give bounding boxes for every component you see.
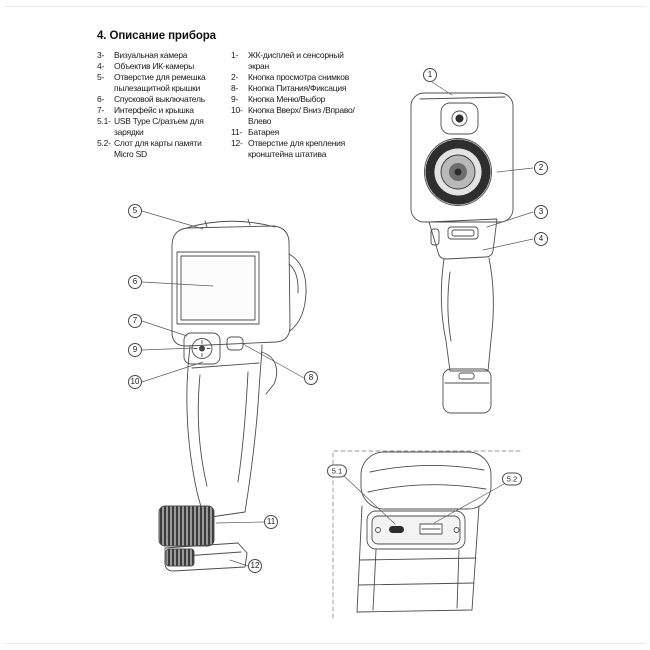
callout-6: 6 <box>128 275 142 289</box>
legend-item-text: Визуальная камера <box>114 50 188 60</box>
callout-5.1: 5.1 <box>327 464 347 478</box>
callout-5: 5 <box>128 204 142 218</box>
legend-item-text: Интерфейс и крышка <box>114 105 194 115</box>
legend-item-text: Спусковой выключатель <box>114 94 205 104</box>
front-view-drawing <box>158 218 307 572</box>
legend-item: 10- Кнопка Вверх/ Вниз /Вправо/ Влево <box>231 105 357 127</box>
legend-item-text: Батарея <box>248 127 279 137</box>
legend-item-text: ЖК-дисплей и сенсорный экран <box>248 50 344 71</box>
legend-item: 12- Отверстие для крепления кронштейна ш… <box>231 138 357 160</box>
page-edge-line-top <box>4 6 646 7</box>
callout-11: 11 <box>264 515 278 529</box>
legend-item-number: 4- <box>97 61 105 71</box>
legend-item: 6- Спусковой выключатель <box>97 94 209 105</box>
legend-item-number: 5.1- <box>97 116 111 126</box>
callout-7: 7 <box>128 314 142 328</box>
legend-left: 3- Визуальная камера 4- Объектив ИК-каме… <box>97 50 209 160</box>
legend-item-text: Кнопка Питания/Фиксация <box>248 83 347 93</box>
page-edge-line-bottom <box>4 643 646 644</box>
legend-item-number: 10- <box>231 105 243 115</box>
callout-1: 1 <box>423 68 437 82</box>
back-view-drawing <box>410 92 514 414</box>
callout-3: 3 <box>534 205 548 219</box>
page-title: 4. Описание прибора <box>97 30 216 42</box>
legend-item-text: Объектив ИК-камеры <box>114 61 195 71</box>
legend-item-number: 1- <box>231 50 239 60</box>
legend-item-text: Отверстие для крепления кронштейна штати… <box>248 138 346 159</box>
bottom-view-drawing <box>332 450 521 621</box>
legend-item: 7- Интерфейс и крышка <box>97 105 209 116</box>
callout-5.2: 5.2 <box>502 472 522 486</box>
legend-item: 4- Объектив ИК-камеры <box>97 61 209 72</box>
legend-item-text: Слот для карты памяти Micro SD <box>114 138 202 159</box>
callout-9: 9 <box>128 343 142 357</box>
legend-item: 5.2- Слот для карты памяти Micro SD <box>97 138 209 160</box>
legend-item: 1- ЖК-дисплей и сенсорный экран <box>231 50 357 72</box>
legend-item-text: Отверстие для ремешка пылезащитной крышк… <box>114 72 206 93</box>
legend-right: 1- ЖК-дисплей и сенсорный экран 2- Кнопк… <box>231 50 357 160</box>
legend-item-number: 9- <box>231 94 239 104</box>
legend-item: 3- Визуальная камера <box>97 50 209 61</box>
legend-item-text: USB Type C/разъем для зарядки <box>114 116 204 137</box>
legend-item: 9- Кнопка Меню/Выбор <box>231 94 357 105</box>
legend-item: 2- Кнопка просмотра снимков <box>231 72 357 83</box>
callout-12: 12 <box>248 559 262 573</box>
legend-item-number: 5.2- <box>97 138 111 148</box>
legend-item-text: Кнопка Вверх/ Вниз /Вправо/ Влево <box>248 105 355 126</box>
legend-item-number: 7- <box>97 105 105 115</box>
legend-item: 8- Кнопка Питания/Фиксация <box>231 83 357 94</box>
legend-item: 5.1- USB Type C/разъем для зарядки <box>97 116 209 138</box>
legend-item-number: 5- <box>97 72 105 82</box>
legend-item-number: 2- <box>231 72 239 82</box>
callout-4: 4 <box>534 232 548 246</box>
legend-item-number: 11- <box>231 127 242 137</box>
callout-2: 2 <box>534 161 548 175</box>
legend-item-text: Кнопка просмотра снимков <box>248 72 349 82</box>
legend-item-number: 3- <box>97 50 105 60</box>
legend-item-number: 12- <box>231 138 243 148</box>
legend-item-number: 6- <box>97 94 105 104</box>
callout-10: 10 <box>128 375 142 389</box>
legend-item-text: Кнопка Меню/Выбор <box>248 94 326 104</box>
leader-lines <box>141 81 534 567</box>
legend-item: 11- Батарея <box>231 127 357 138</box>
legend-item: 5- Отверстие для ремешка пылезащитной кр… <box>97 72 209 94</box>
callout-8: 8 <box>304 371 318 385</box>
legend-item-number: 8- <box>231 83 239 93</box>
